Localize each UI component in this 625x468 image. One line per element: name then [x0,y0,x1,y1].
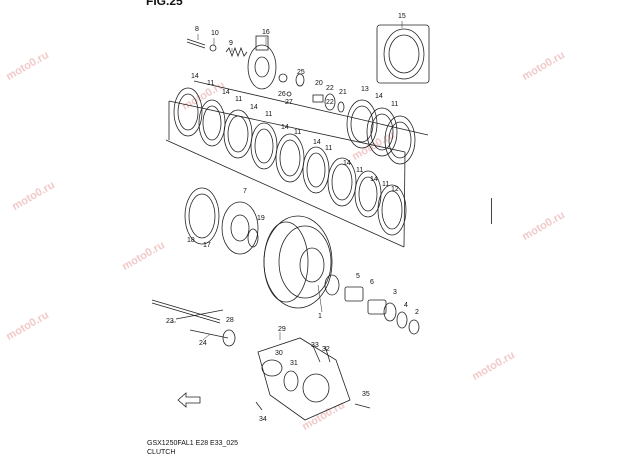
part-label[interactable]: 21 [339,89,347,96]
clutch-sleeve-hub [184,187,259,255]
part-label[interactable]: 20 [315,80,323,87]
part-label[interactable]: 11 [382,181,390,188]
diagram-name: CLUTCH [147,449,176,456]
part-label[interactable]: 14 [313,139,321,146]
part-label[interactable]: 22 [326,99,334,106]
part-label[interactable]: 13 [361,86,369,93]
part-label[interactable]: 24 [199,340,207,347]
part-label[interactable]: 18 [187,237,195,244]
part-label[interactable]: 14 [375,93,383,100]
part-label[interactable]: 14 [222,89,230,96]
part-label[interactable]: 12 [391,186,399,193]
plate-pack-outline [165,80,429,248]
part-label[interactable]: 6 [370,279,374,286]
part-label[interactable]: 25 [297,69,305,76]
part-label[interactable]: 11 [265,111,273,118]
part-label[interactable]: 1 [318,313,322,320]
bolt-and-spring [186,38,248,58]
leader-lines [170,21,403,341]
small-parts-upper [278,73,345,113]
part-label[interactable]: 27 [285,99,293,106]
part-label[interactable]: 11 [235,96,243,103]
part-label[interactable]: 11 [356,167,364,174]
part-label[interactable]: 29 [278,326,286,333]
part-label[interactable]: 11 [207,80,215,87]
part-label[interactable]: 31 [290,360,298,367]
release-assembly [255,337,371,421]
part-label[interactable]: 33 [311,342,319,349]
part-label[interactable]: 35 [362,391,370,398]
part-label[interactable]: 34 [259,416,267,423]
part-label[interactable]: 11 [325,145,333,152]
part-label[interactable]: 14 [281,124,289,131]
part-label[interactable]: 5 [356,273,360,280]
part-label[interactable]: 10 [211,30,219,37]
part-label[interactable]: 14 [250,104,258,111]
part-label[interactable]: 4 [404,302,408,309]
part-label[interactable]: 14 [191,73,199,80]
front-arrow-icon [177,392,201,408]
part-label[interactable]: 19 [257,215,265,222]
part-label[interactable]: 26 [278,91,286,98]
part-label[interactable]: 14 [343,160,351,167]
part-label[interactable]: 3 [393,289,397,296]
part-label[interactable]: 15 [398,13,406,20]
push-rods [151,299,236,347]
clutch-housing [263,215,333,309]
part-label[interactable]: 32 [322,346,330,353]
part-label[interactable]: 28 [226,317,234,324]
bearings-and-washers [324,274,420,335]
part-label[interactable]: 11 [294,129,302,136]
figure-title: FIG.25 [146,0,183,8]
part-label[interactable]: 23 [166,318,174,325]
side-tick-mark [491,198,492,224]
part-label[interactable]: 11 [391,101,399,108]
part-label[interactable]: 9 [229,40,233,47]
pressure-plate-16 [247,35,277,90]
spring-plate-15 [376,24,430,84]
part-label[interactable]: 17 [203,242,211,249]
friction-plates [173,87,416,236]
part-label[interactable]: 7 [243,188,247,195]
part-label[interactable]: 30 [275,350,283,357]
part-label[interactable]: 22 [326,85,334,92]
diagram-code: GSX1250FAL1 E28 E33_025 [147,440,239,447]
part-label[interactable]: 2 [415,309,419,316]
part-label[interactable]: 8 [195,26,199,33]
part-label[interactable]: 16 [262,29,270,36]
part-label[interactable]: 14 [370,176,378,183]
